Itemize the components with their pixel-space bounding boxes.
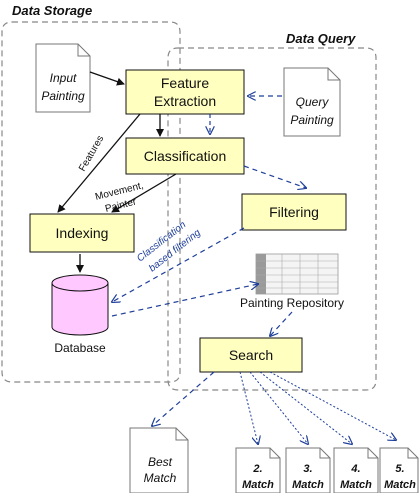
feature-extraction-label-1: Feature — [161, 75, 209, 91]
match-3-label-1: 3. — [303, 463, 312, 475]
data-storage-region — [1, 21, 181, 383]
match-5-label-2: Match — [384, 479, 416, 491]
data-query-title: Data Query — [286, 31, 356, 46]
best-match-label-1: Best — [148, 455, 173, 469]
match-4-label-1: 4. — [350, 463, 360, 475]
input-painting-label-2: Painting — [41, 89, 85, 103]
indexing-label: Indexing — [56, 225, 109, 241]
painting-repository-label: Painting Repository — [240, 296, 344, 310]
arrow-filtering-to-database — [112, 227, 245, 302]
arrow-input-to-feature — [89, 71, 125, 86]
match-5-label-1: 5. — [395, 463, 404, 475]
data-storage-title: Data Storage — [12, 3, 92, 18]
filtering-box: Filtering — [241, 193, 347, 231]
classification-box: Classification — [125, 137, 245, 175]
search-box: Search — [199, 337, 303, 373]
arrow-search-to-match-4 — [259, 371, 352, 444]
database-label: Database — [54, 341, 106, 355]
arrow-classification-to-indexing — [111, 173, 177, 213]
match-2-label-1: 2. — [252, 463, 262, 475]
database-cylinder: Database — [51, 274, 109, 355]
arrow-feature-to-indexing — [57, 113, 141, 213]
arrow-classification-to-filtering — [243, 165, 306, 188]
match-2-document: 2. Match — [235, 447, 281, 493]
match-5-document: 5. Match — [379, 447, 419, 493]
arrow-search-to-match-2 — [239, 371, 258, 444]
query-painting-label-2: Painting — [290, 113, 334, 127]
best-match-document: Best Match — [129, 427, 189, 493]
filtering-label: Filtering — [269, 204, 319, 220]
feature-extraction-label-2: Extraction — [154, 93, 216, 109]
match-3-label-2: Match — [292, 479, 324, 491]
query-painting-document: Query Painting — [283, 67, 341, 137]
query-painting-label-1: Query — [296, 95, 330, 109]
arrow-search-to-best-match — [152, 371, 215, 426]
input-painting-label-1: Input — [50, 71, 77, 85]
classification-label: Classification — [144, 148, 226, 164]
painting-repository-table: Painting Repository — [240, 253, 344, 310]
feature-extraction-box: Feature Extraction — [125, 69, 245, 115]
match-4-label-2: Match — [340, 479, 372, 491]
arrow-search-to-match-3 — [249, 371, 308, 444]
indexing-box: Indexing — [29, 213, 135, 253]
arrow-database-to-repository — [111, 284, 258, 317]
data-query-region — [167, 47, 377, 391]
arrow-search-to-match-5 — [269, 371, 396, 440]
input-painting-document: Input Painting — [35, 43, 91, 113]
features-edge-label: Features — [77, 134, 106, 174]
best-match-label-2: Match — [144, 471, 177, 485]
search-label: Search — [229, 347, 273, 363]
match-2-label-2: Match — [242, 479, 274, 491]
match-4-document: 4. Match — [333, 447, 379, 493]
match-3-document: 3. Match — [285, 447, 331, 493]
arrow-repository-to-search — [270, 311, 293, 336]
